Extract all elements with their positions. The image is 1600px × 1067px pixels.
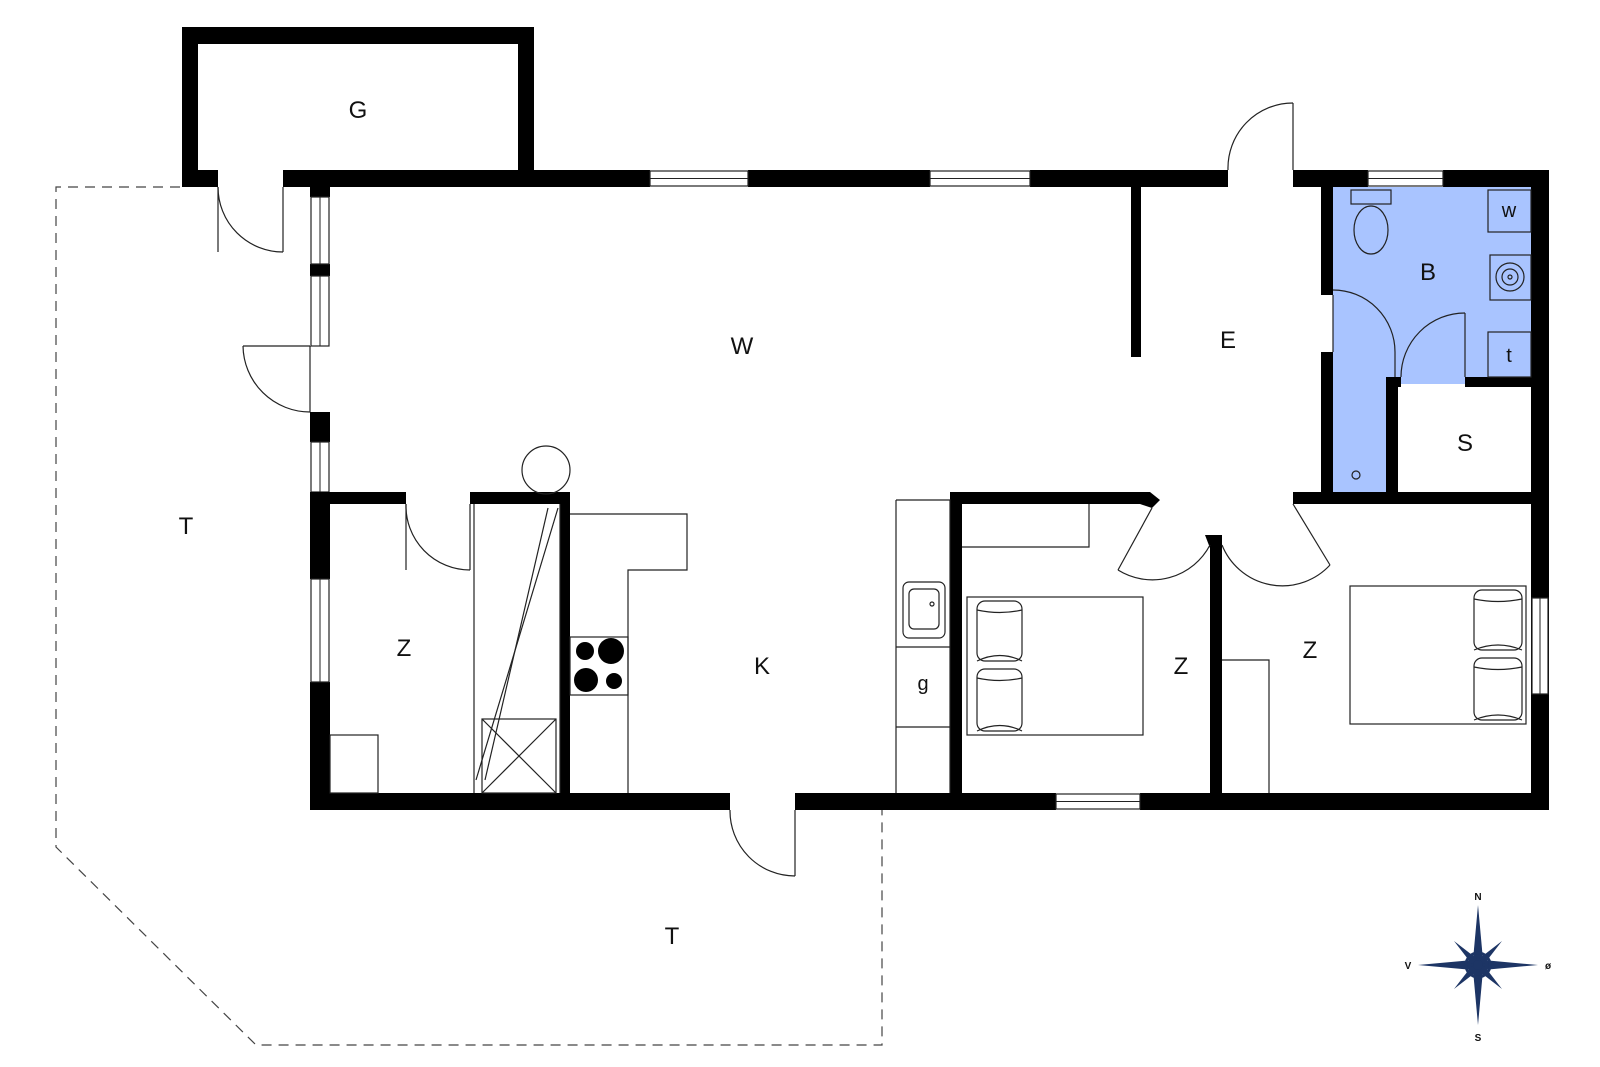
- interior-walls: [310, 187, 1549, 793]
- room-label-garage: G: [349, 97, 368, 124]
- room-label-entrance: E: [1220, 327, 1236, 354]
- compass-north-label: N: [1474, 892, 1481, 903]
- wall-tip: [1140, 492, 1160, 508]
- right-bedroom-furniture: [1222, 585, 1527, 793]
- room-label-kitchen: K: [754, 653, 770, 680]
- terrace-outline: [55, 186, 883, 1046]
- room-label-bedroom-right: Z: [1303, 637, 1318, 664]
- compass-south-label: S: [1475, 1033, 1482, 1044]
- windows: [310, 170, 1549, 810]
- garage-walls: [182, 27, 534, 187]
- room-label-bathroom: B: [1420, 259, 1436, 286]
- room-label-bedroom-left: Z: [397, 635, 412, 662]
- middle-bedroom-furniture: [962, 504, 1144, 736]
- left-bedroom-furniture: [329, 504, 561, 794]
- doors: [217, 102, 1466, 877]
- room-label-terrace-west: T: [179, 513, 194, 540]
- room-label-toilet: w: [1501, 200, 1517, 222]
- wall-tip-2: [1205, 535, 1222, 548]
- bathroom-fixtures: [1350, 189, 1532, 480]
- kitchen-fixtures: [521, 445, 951, 793]
- room-label-counter: g: [917, 673, 928, 695]
- room-label-shelf: t: [1506, 345, 1512, 367]
- compass-west-label: V: [1405, 961, 1412, 972]
- room-label-living: W: [731, 333, 754, 360]
- room-label-bedroom-middle: Z: [1174, 653, 1189, 680]
- room-label-terrace-south: T: [665, 923, 680, 950]
- room-label-storage: S: [1457, 430, 1473, 457]
- bathroom-fill: [1333, 187, 1531, 493]
- compass-east-label: ø: [1545, 961, 1552, 972]
- compass-rose-icon: N S ø V: [1405, 892, 1552, 1044]
